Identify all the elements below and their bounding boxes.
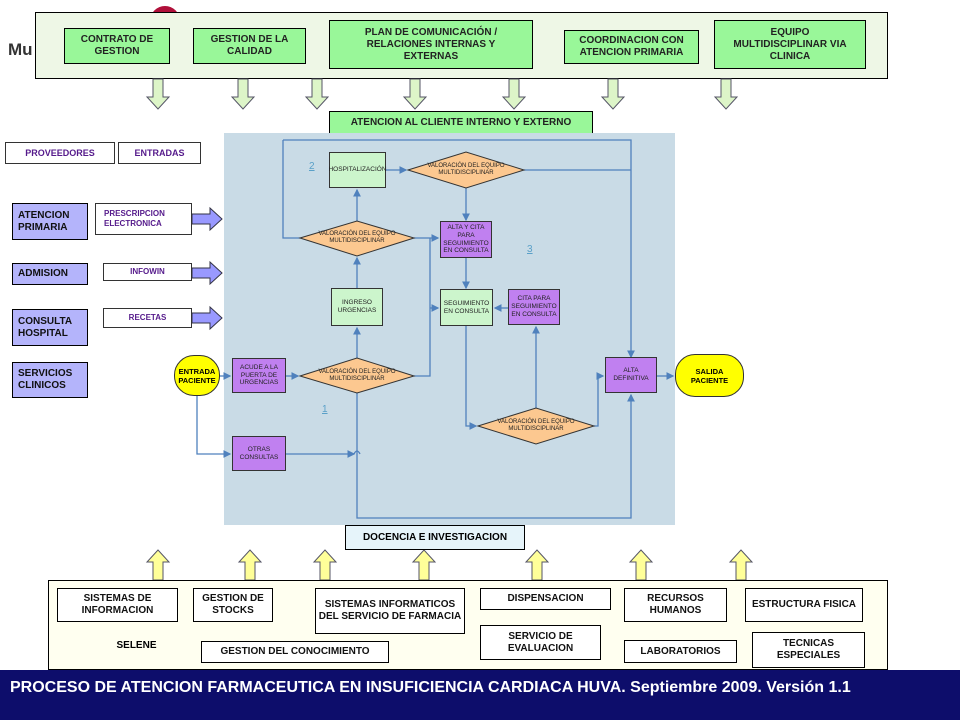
down-arrow xyxy=(501,78,527,110)
proveedores-label: PROVEEDORES xyxy=(5,142,115,164)
right-arrow xyxy=(191,305,223,331)
diamond-valoracion-3 xyxy=(298,357,416,394)
input-recetas: RECETAS xyxy=(103,308,192,328)
ingreso-urgencias-node: INGRESO URGENCIAS xyxy=(331,288,383,326)
laboratorios-box: LABORATORIOS xyxy=(624,640,737,663)
alta-cita-node: ALTA Y CITA PARA SEGUIMIENTO EN CONSULTA xyxy=(440,221,492,258)
up-arrow xyxy=(524,549,550,581)
up-arrow xyxy=(628,549,654,581)
alta-definitiva-node: ALTA DEFINITIVA xyxy=(605,357,657,393)
equipo-box: EQUIPO MULTIDISCIPLINAR VIA CLINICA xyxy=(714,20,866,69)
plan-comunicacion-box: PLAN DE COMUNICACIÓN / RELACIONES INTERN… xyxy=(329,20,533,69)
otras-consultas-node: OTRAS CONSULTAS xyxy=(232,436,286,471)
diamond-valoracion-2 xyxy=(298,220,416,257)
coordinacion-box: COORDINACION CON ATENCION PRIMARIA xyxy=(564,30,699,64)
diamond-valoracion-1 xyxy=(406,151,526,189)
down-arrow xyxy=(230,78,256,110)
selene-label: SELENE xyxy=(116,640,157,651)
valoracion-2-label: VALORACIÓN DEL EQUIPO MULTIDISCIPLINAR xyxy=(318,230,396,244)
valoracion-1-label: VALORACIÓN DEL EQUIPO MULTIDISCIPLINAR xyxy=(427,162,505,176)
cita-seguimiento-node: CITA PARA SEGUIMIENTO EN CONSULTA xyxy=(508,289,560,325)
down-arrow xyxy=(600,78,626,110)
docencia-box: DOCENCIA E INVESTIGACION xyxy=(345,525,525,550)
up-arrow xyxy=(237,549,263,581)
diamond-valoracion-4 xyxy=(476,407,596,445)
valoracion-4-label: VALORACIÓN DEL EQUIPO MULTIDISCIPLINAR xyxy=(497,418,575,432)
step-label-2: 2 xyxy=(309,161,315,172)
down-arrow xyxy=(713,78,739,110)
tecnicas-especiales-box: TECNICAS ESPECIALES xyxy=(752,632,865,668)
up-arrow xyxy=(312,549,338,581)
gestion-calidad-box: GESTION DE LA CALIDAD xyxy=(193,28,306,64)
provider-admision: ADMISION xyxy=(12,263,88,285)
contrato-gestion-box: CONTRATO DE GESTION xyxy=(64,28,170,64)
right-arrow xyxy=(191,260,223,286)
up-arrow xyxy=(728,549,754,581)
step-label-3: 3 xyxy=(527,244,533,255)
estructura-fisica-box: ESTRUCTURA FISICA xyxy=(745,588,863,622)
seguimiento-node: SEGUIMIENTO EN CONSULTA xyxy=(440,289,493,326)
flow-area xyxy=(224,133,675,525)
right-arrow xyxy=(191,206,223,232)
logo: Mu xyxy=(8,40,33,59)
servicio-evaluacion-box: SERVICIO DE EVALUACION xyxy=(480,625,601,660)
down-arrow xyxy=(304,78,330,110)
acude-urgencias-node: ACUDE A LA PUERTA DE URGENCIAS xyxy=(232,358,286,393)
footer-title-text: PROCESO DE ATENCION FARMACEUTICA EN INSU… xyxy=(10,679,851,696)
salida-paciente-node: SALIDA PACIENTE xyxy=(675,354,744,397)
provider-consulta-hospital: CONSULTA HOSPITAL xyxy=(12,309,88,346)
entradas-label: ENTRADAS xyxy=(118,142,201,164)
hospitalizacion-node: HOSPITALIZACIÓN xyxy=(328,152,387,188)
sistemas-farmacia-box: SISTEMAS INFORMATICOS DEL SERVICIO DE FA… xyxy=(315,588,465,634)
input-infowin: INFOWIN xyxy=(103,263,192,281)
down-arrow xyxy=(145,78,171,110)
dispensacion-box: DISPENSACION xyxy=(480,588,611,610)
gestion-stocks-box: GESTION DE STOCKS xyxy=(193,588,273,622)
sistemas-informacion-box: SISTEMAS DE INFORMACION xyxy=(57,588,178,622)
step-label-1: 1 xyxy=(322,404,328,415)
up-arrow xyxy=(145,549,171,581)
input-prescripcion: PRESCRIPCION ELECTRONICA xyxy=(95,203,192,235)
down-arrow xyxy=(402,78,428,110)
recursos-humanos-box: RECURSOS HUMANOS xyxy=(624,588,727,622)
footer-title: PROCESO DE ATENCION FARMACEUTICA EN INSU… xyxy=(0,670,960,720)
up-arrow xyxy=(411,549,437,581)
entrada-paciente-node: ENTRADA PACIENTE xyxy=(174,355,220,396)
provider-atencion-primaria: ATENCION PRIMARIA xyxy=(12,203,88,240)
valoracion-3-label: VALORACIÓN DEL EQUIPO MULTIDISCIPLINAR xyxy=(318,368,396,382)
gestion-conocimiento-box: GESTION DEL CONOCIMIENTO xyxy=(201,641,389,663)
provider-servicios-clinicos: SERVICIOS CLINICOS xyxy=(12,362,88,398)
